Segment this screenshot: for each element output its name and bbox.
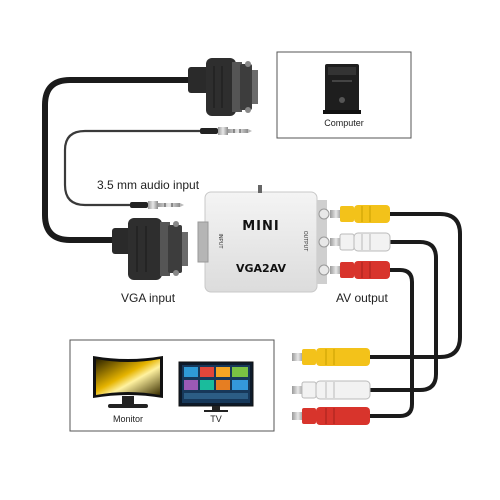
audio-jack-top (200, 127, 252, 135)
rca-plug-red-bottom (292, 407, 370, 425)
rca-cable-white (370, 240, 438, 392)
curved-monitor-icon (93, 356, 163, 408)
audio-input-label: 3.5 mm audio input (97, 178, 200, 192)
vga-plug-top (188, 58, 258, 116)
rca-plug-white-bottom (292, 380, 371, 400)
desktop-tower-icon (323, 64, 361, 114)
rca-plug-red-top (330, 261, 390, 279)
av-output-label: AV output (336, 291, 388, 305)
rca-plug-yellow-top (330, 205, 390, 223)
device-model: VGA2AV (236, 262, 286, 275)
vga-input-label: VGA input (121, 291, 176, 305)
vga-cable (42, 77, 193, 243)
audio-jack-bottom (130, 201, 184, 209)
device-brand: MINI (242, 219, 280, 234)
device-output-side-text: OUTPUT (302, 230, 308, 252)
vga-plug-bottom (112, 218, 188, 280)
tv-caption: TV (210, 414, 222, 424)
rca-plug-white-top (330, 232, 391, 252)
rca-plug-yellow-bottom (292, 348, 370, 366)
device-input-side-text: INPUT (217, 233, 223, 249)
converter-box (197, 185, 330, 293)
computer-caption: Computer (324, 118, 364, 128)
tv-icon (178, 361, 254, 412)
monitor-caption: Monitor (112, 414, 143, 424)
audio-cable (63, 129, 200, 207)
rca-cable-yellow (370, 212, 462, 359)
rca-cable-red (370, 268, 414, 418)
